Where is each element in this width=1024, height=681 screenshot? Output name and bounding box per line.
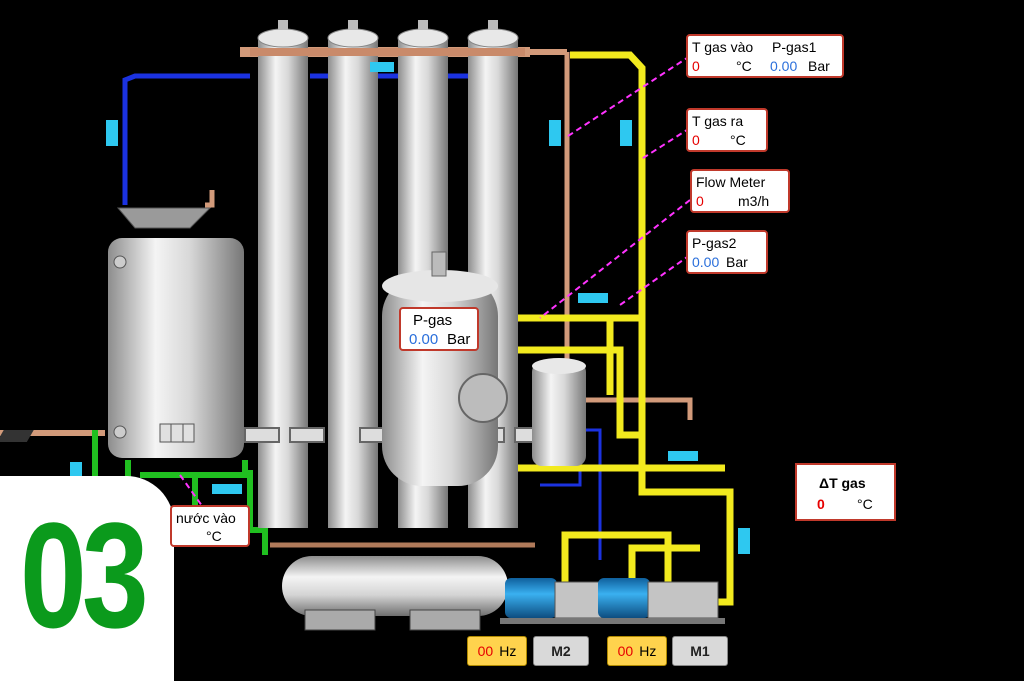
- gas-tank: [382, 251, 508, 486]
- water-in-panel: nước vào °C: [170, 505, 250, 547]
- step-badge-number: 03: [20, 491, 149, 659]
- callout-lines: [179, 55, 691, 511]
- step-badge-background: [0, 476, 174, 681]
- flow-meter-value: 0: [696, 193, 704, 209]
- m2-frequency-display[interactable]: 00 Hz: [467, 636, 527, 666]
- p-gas-title: P-gas: [413, 312, 453, 329]
- t-gas-out-value: 0: [692, 132, 700, 148]
- p-gas1-title: P-gas1: [772, 39, 817, 55]
- p-gas2-title: P-gas2: [692, 235, 737, 251]
- m2-frequency-unit: Hz: [499, 643, 517, 659]
- p-gas2-panel: P-gas2 0.00 Bar: [686, 230, 768, 274]
- m1-frequency-display[interactable]: 00 Hz: [607, 636, 667, 666]
- t-gas-in-panel: T gas vào P-gas1 0 °C 0.00 Bar: [686, 34, 844, 78]
- t-gas-in-value: 0: [692, 58, 700, 74]
- t-gas-in-title: T gas vào: [692, 39, 754, 55]
- flow-arrows: [70, 62, 750, 554]
- horizontal-receiver: [270, 542, 535, 631]
- p-gas-unit: Bar: [447, 331, 471, 348]
- distillation-columns: [0, 20, 550, 528]
- flow-meter-unit: m3/h: [738, 193, 770, 209]
- flow-meter-panel: Flow Meter 0 m3/h: [690, 169, 790, 213]
- t-gas-out-title: T gas ra: [692, 113, 744, 129]
- m1-frequency-unit: Hz: [639, 643, 657, 659]
- p-gas2-unit: Bar: [726, 254, 748, 270]
- m1-motor-button[interactable]: M1: [672, 636, 728, 666]
- delta-t-gas-title: ΔT gas: [819, 475, 866, 491]
- separator-vessel: [532, 358, 586, 466]
- delta-t-gas-value: 0: [817, 496, 825, 512]
- m2-motor-button[interactable]: M2: [533, 636, 589, 666]
- flow-meter-title: Flow Meter: [696, 174, 766, 190]
- t-gas-out-unit: °C: [730, 132, 746, 148]
- m2-frequency-value: 00: [477, 643, 494, 659]
- pump-motors: [500, 578, 725, 624]
- p-gas-panel: P-gas 0.00 Bar: [399, 307, 479, 351]
- t-gas-out-panel: T gas ra 0 °C: [686, 108, 768, 152]
- delta-t-gas-unit: °C: [857, 496, 873, 512]
- p-gas1-unit: Bar: [808, 58, 830, 74]
- water-in-title: nước vào: [176, 510, 236, 526]
- p-gas1-value: 0.00: [770, 58, 798, 74]
- delta-t-gas-panel: ΔT gas 0 °C: [795, 463, 896, 521]
- boiler-vessel: [108, 207, 244, 458]
- p-gas2-value: 0.00: [692, 254, 720, 270]
- m1-frequency-value: 00: [617, 643, 634, 659]
- p-gas-value: 0.00: [409, 331, 439, 348]
- water-in-unit: °C: [206, 528, 222, 544]
- t-gas-in-unit: °C: [736, 58, 752, 74]
